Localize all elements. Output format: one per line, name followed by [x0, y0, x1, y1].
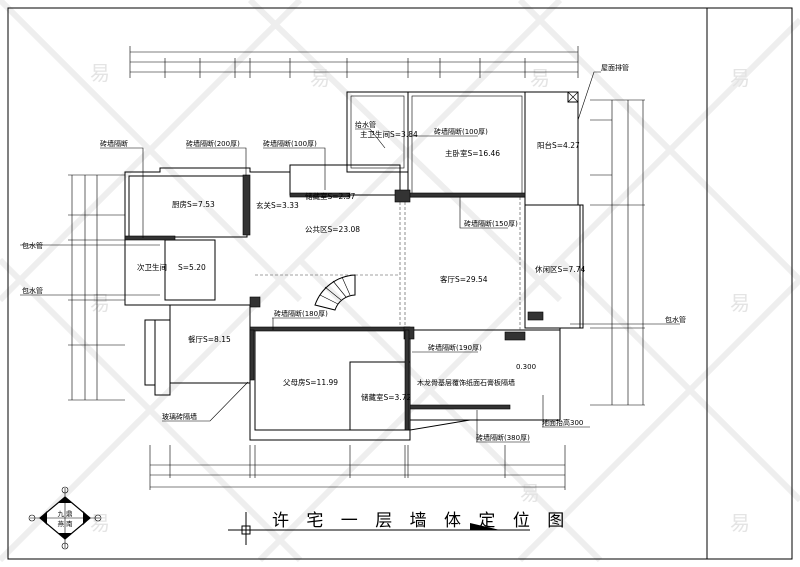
watermark-text: 易 — [310, 66, 330, 90]
drain-pipe-box — [567, 91, 579, 103]
svg-text:燕 南: 燕 南 — [57, 519, 73, 528]
watermark-text: 易 — [730, 291, 750, 315]
room-label-entry: 玄关S=3.33 — [256, 200, 299, 210]
watermark-text: 易 — [730, 66, 750, 90]
note-brick-wall: 砖墙隔断 — [100, 139, 128, 148]
room-label-parents-room: 父母房S=11.99 — [283, 377, 338, 387]
top-dimension-lines — [129, 46, 579, 78]
note-brick-100: 砖墙隔断(100厚) — [263, 139, 317, 148]
note-wood-partition: 木龙骨基层覆饰纸面石膏板隔墙 — [417, 378, 515, 387]
note-brick-380: 砖墙隔断(380厚) — [476, 433, 530, 442]
note-rain-pipe: 屋面排管 — [601, 63, 629, 72]
watermark-text: 易 — [90, 61, 110, 85]
note-water-pipe: 给水管 — [355, 120, 376, 129]
room-label-storage-2: 储藏室S=3.72 — [361, 392, 411, 402]
note-wrap-pipe: 包水管 — [665, 315, 686, 324]
watermark-text: 易 — [530, 66, 550, 90]
dining-outline — [169, 304, 251, 384]
note-floor-raise: 地面抬高300 — [542, 418, 583, 427]
room-labels: 主卫生间S=3.84 主卧室S=16.46 阳台S=4.27 厨房S=7.53 … — [137, 129, 585, 402]
note-brick-100-master: 砖墙隔断(100厚) — [434, 127, 488, 136]
company-logo: 九 鼎 燕 南 — [28, 486, 102, 550]
master-bed-outline — [407, 91, 526, 198]
note-wrap-pipe: 包水管 — [22, 286, 43, 295]
room-label-balcony: 阳台S=4.27 — [537, 140, 580, 150]
watermark-text: 易 — [520, 481, 540, 505]
right-dimension-lines — [570, 99, 680, 406]
note-glass-partition: 玻璃砖隔墙 — [162, 412, 197, 421]
building-outline — [124, 91, 584, 441]
bottom-dimension-lines — [149, 445, 566, 490]
drawing-title: 许 宅 一 层 墙 体 定 位 图 — [272, 511, 570, 531]
note-wrap-pipe: 包水管 — [22, 241, 43, 250]
note-level: 0.300 — [516, 363, 536, 371]
room-label-leisure: 休闲区S=7.74 — [535, 264, 585, 274]
room-label-living: 客厅S=29.54 — [440, 274, 488, 284]
guest-bath-outline — [164, 239, 216, 301]
watermark-text: 易 — [730, 511, 750, 535]
room-label-master-bed: 主卧室S=16.46 — [445, 148, 500, 158]
arrow-marker — [470, 523, 500, 530]
svg-text:九 鼎: 九 鼎 — [57, 509, 72, 518]
room-label-guest-bath: 次卫生间 — [137, 262, 167, 272]
note-brick-150: 砖墙隔断(150厚) — [464, 219, 518, 228]
room-label-storage: 储藏室S=2.37 — [305, 191, 355, 201]
left-dimension-lines — [20, 174, 160, 401]
room-label-master-bath: 主卫生间S=3.84 — [360, 129, 418, 139]
room-label-public-area: 公共区S=23.08 — [305, 225, 360, 234]
spiral-stair — [314, 274, 356, 311]
note-brick-200: 砖墙隔断(200厚) — [186, 139, 240, 148]
watermark-text: 易 — [90, 511, 110, 535]
annotations: 砖墙隔断 砖墙隔断(200厚) 砖墙隔断(100厚) 给水管 砖墙隔断(100厚… — [22, 63, 686, 443]
note-brick-190: 砖墙隔断(190厚) — [428, 343, 482, 352]
note-brick-180: 砖墙隔断(180厚) — [274, 309, 328, 318]
room-label-dining: 餐厅S=8.15 — [188, 335, 231, 344]
drawing-title-block: 许 宅 一 层 墙 体 定 位 图 — [228, 511, 570, 545]
drawing-frame — [7, 7, 793, 560]
room-label-kitchen: 厨房S=7.53 — [172, 199, 215, 209]
leisure-outline — [524, 204, 581, 329]
watermark-text: 易 — [90, 291, 110, 315]
room-label-guest-bath-area: S=5.20 — [178, 263, 206, 272]
